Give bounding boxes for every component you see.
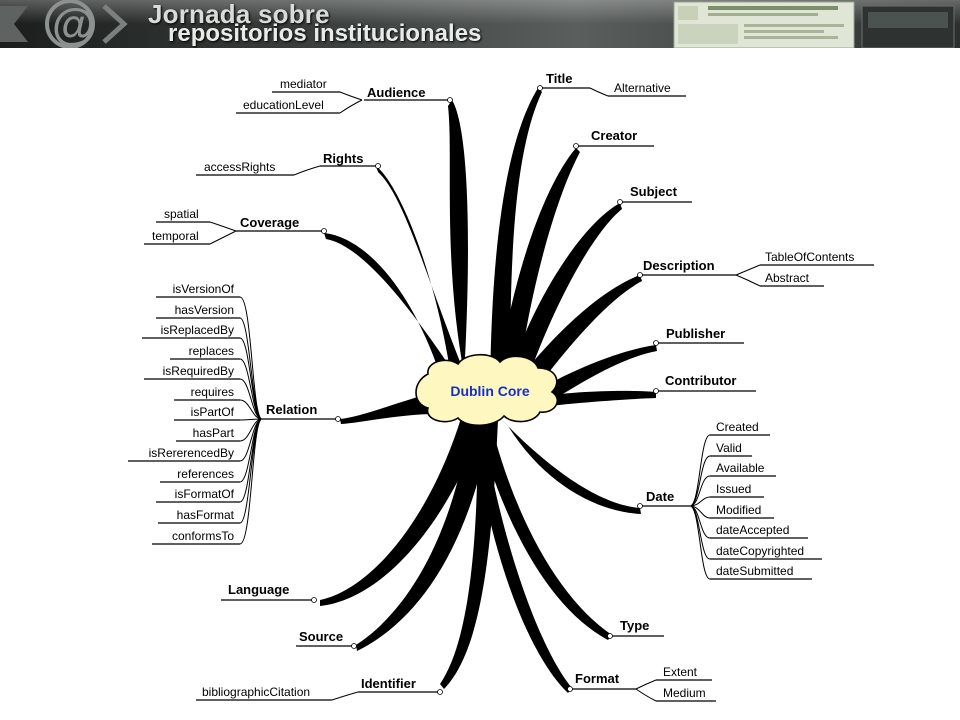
node-audience: Audience [367,85,426,100]
at-sign-logo: @ [0,0,128,48]
sub-audience-mediator: mediator [280,77,327,91]
sub-format-medium: Medium [663,686,706,700]
node-contributor: Contributor [665,373,736,388]
spoke-relation [340,392,436,424]
node-source: Source [299,629,343,644]
sub-rights-accessrights: accessRights [204,160,275,174]
sub-relation-hasformat: hasFormat [177,508,235,522]
node-title: Title [546,71,573,86]
center-cloud: Dublin Core [415,353,558,427]
node-publisher: Publisher [666,326,725,341]
sub-date-dateaccepted: dateAccepted [716,523,789,537]
spoke-title [490,88,542,410]
sub-coverage-temporal: temporal [152,229,199,243]
spoke-type [476,420,612,640]
spoke-rights [376,166,478,405]
slide-header: @ Jornada sobre repositorios institucion… [0,0,960,48]
header-title-line1: Jornada sobre [148,0,330,29]
sub-date-issued: Issued [716,482,751,496]
main-nodes: Audience Rights Coverage Relation Langua… [221,71,756,695]
sub-audience-educationlevel: educationLevel [243,98,324,112]
sub-date-datecopyrighted: dateCopyrighted [716,544,804,558]
sub-relation-requires: requires [191,385,234,399]
spoke-audience [448,100,472,410]
sub-format-extent: Extent [663,665,698,679]
sub-relation-isversionof: isVersionOf [173,282,235,296]
svg-text:@: @ [52,0,95,48]
node-type: Type [620,618,649,633]
sub-date-available: Available [716,461,765,475]
sub-relation-conformsto: conformsTo [172,529,234,543]
node-coverage: Coverage [240,215,299,230]
header-screenshot-thumbnails [673,1,955,48]
node-format: Format [575,671,620,686]
sub-identifier-bibliographiccitation: bibliographicCitation [202,685,310,699]
sub-relation-hasversion: hasVersion [175,303,234,317]
spoke-date [500,418,641,514]
node-subject: Subject [630,184,678,199]
sub-relation-isreplacedby: isReplacedBy [161,323,234,337]
spoke-format [472,420,572,693]
sub-coverage-spatial: spatial [164,207,199,221]
sub-relation-haspart: hasPart [193,426,235,440]
sub-description-tableofcontents: TableOfContents [765,250,854,264]
center-label: Dublin Core [450,383,530,399]
node-description: Description [643,258,715,273]
dublin-core-mindmap: Dublin Core Audience Rights Coverage Rel… [128,71,874,702]
node-identifier: Identifier [361,676,416,691]
node-rights: Rights [323,151,363,166]
sub-relation-references: references [177,467,234,481]
sub-relation-isrequiredby: isRequiredBy [163,364,234,378]
sub-date-valid: Valid [716,441,742,455]
node-date: Date [646,489,674,504]
sub-nodes: mediator educationLevel accessRights spa… [128,77,874,702]
spoke-coverage [324,233,472,400]
sub-date-modified: Modified [716,503,761,517]
node-language: Language [228,582,289,597]
sub-relation-isrererencedby: isRererencedBy [149,446,234,460]
node-relation: Relation [266,402,317,417]
header-title-line2: repositorios institucionales [168,20,482,47]
sub-date-datesubmitted: dateSubmitted [716,564,793,578]
sub-date-created: Created [716,420,759,434]
sub-relation-ispartof: isPartOf [191,405,235,419]
sub-relation-replaces: replaces [189,344,234,358]
spoke-creator [494,148,580,412]
sub-description-abstract: Abstract [765,271,810,285]
spoke-contributor [530,390,656,408]
node-creator: Creator [591,128,637,143]
sub-relation-isformatof: isFormatOf [175,487,235,501]
sub-title-alternative: Alternative [614,81,671,95]
